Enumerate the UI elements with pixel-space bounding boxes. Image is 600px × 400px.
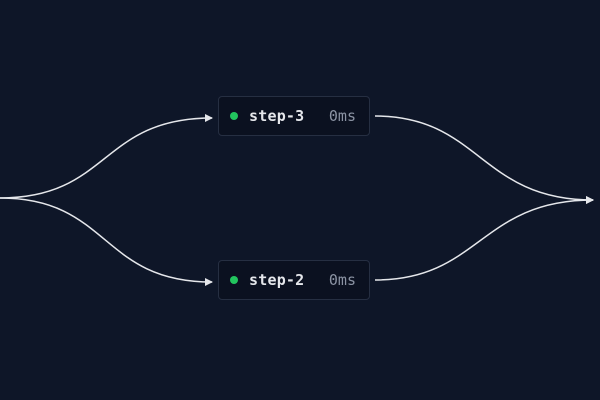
edge-source-to-step-3 [0,114,213,199]
node-step-3[interactable]: step-3 0ms [218,96,370,136]
edge-source-to-step-2 [0,197,213,286]
node-duration: 0ms [328,271,356,289]
status-success-icon [230,112,238,120]
node-label: step-3 [249,107,305,125]
status-success-icon [230,276,238,284]
node-step-2[interactable]: step-2 0ms [218,260,370,300]
node-duration: 0ms [328,107,356,125]
node-label: step-2 [249,271,305,289]
edge-step-2-to-sink [374,196,594,281]
edge-step-3-to-sink [374,115,594,204]
